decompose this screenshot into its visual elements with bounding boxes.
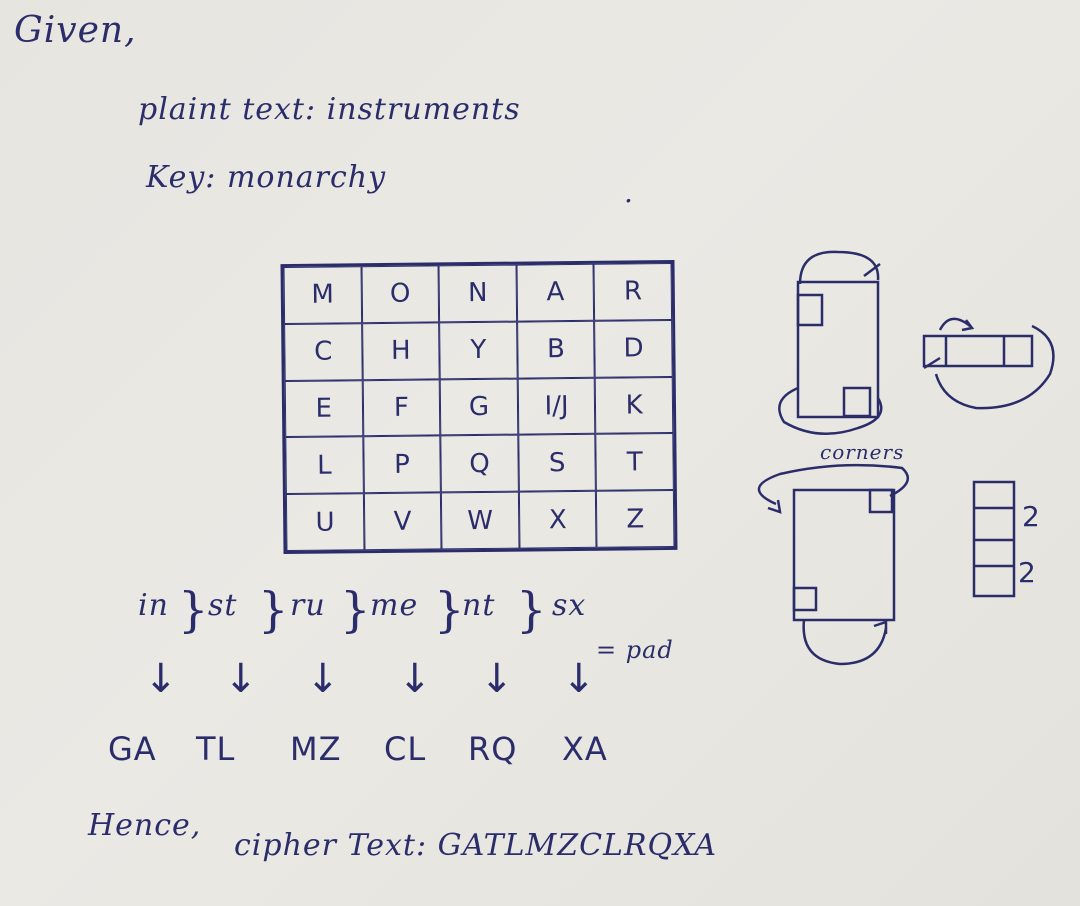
grid-cell: R [593, 262, 673, 321]
cipher-pair-6: XA [562, 730, 608, 768]
pad-note: = pad [596, 636, 674, 664]
arrow-down-icon: ↓ [480, 656, 514, 702]
cipher-pair-4: CL [384, 730, 427, 768]
hence-label: Hence, [88, 808, 202, 843]
cipher-pair-2: TL [196, 730, 236, 768]
count-label-top: 2 [1022, 500, 1040, 533]
arrow-down-icon: ↓ [562, 656, 596, 702]
plaintext-line: plaint text: instruments [138, 92, 521, 127]
same-row-diagram [922, 317, 1055, 410]
grid-cell: K [595, 376, 674, 435]
grid-cell: T [595, 433, 674, 491]
rule-diagrams: 2 2 [757, 250, 1055, 666]
grid-cell: Y [439, 321, 518, 380]
arrow-down-icon: ↓ [224, 656, 258, 702]
heading-given: Given, [14, 10, 137, 51]
same-column-diagram [778, 250, 883, 435]
grid-cell: L [285, 436, 364, 495]
grid-cell: E [284, 379, 363, 438]
grid-cell: B [516, 320, 596, 379]
grid-cell: S [518, 434, 597, 492]
cipher-pair-5: RQ [468, 730, 518, 768]
brace-2: } [258, 582, 289, 638]
grid-cell: A [516, 263, 595, 322]
corners-label: corners [820, 440, 905, 464]
arrow-down-icon: ↓ [398, 656, 432, 702]
grid-cell: C [284, 323, 363, 381]
key-line: Key: monarchy [146, 160, 387, 195]
brace-3: } [340, 582, 371, 638]
count-label-bottom: 2 [1018, 556, 1036, 589]
brace-1: } [178, 582, 209, 638]
stray-dot: . [624, 176, 634, 209]
grid-cell: D [594, 319, 673, 378]
grid-cell: O [361, 265, 440, 324]
arrow-down-icon: ↓ [306, 656, 340, 702]
grid-cell: P [362, 435, 442, 494]
grid-cell: W [441, 491, 520, 550]
cipher-pair-3: MZ [290, 730, 342, 768]
grid-cell: N [438, 264, 517, 323]
plain-pair-6: sx [552, 588, 587, 623]
grid-cell: V [363, 492, 442, 551]
ciphertext-line: cipher Text: GATLMZCLRQXA [234, 828, 718, 863]
plain-pair-4: me [370, 588, 419, 623]
vertical-pair-diagram [972, 480, 1016, 598]
grid-cell: M [283, 266, 362, 324]
grid-cell: X [518, 490, 597, 549]
plain-pair-2: st [208, 588, 238, 623]
arrow-down-icon: ↓ [144, 656, 178, 702]
grid-cell: Z [596, 490, 675, 548]
plain-pair-3: ru [290, 588, 326, 623]
plain-pair-5: nt [462, 588, 496, 623]
plain-pair-1: in [138, 588, 169, 623]
grid-cell: U [285, 493, 365, 552]
cipher-pair-1: GA [108, 730, 157, 768]
grid-cell: H [361, 322, 440, 380]
grid-cell: G [439, 378, 519, 436]
grid-cell: Q [440, 434, 519, 493]
brace-5: } [516, 582, 547, 638]
grid-cell: I/J [517, 377, 596, 435]
grid-cell: F [362, 379, 441, 437]
rectangle-corners-diagram [757, 463, 910, 666]
brace-4: } [434, 582, 465, 638]
